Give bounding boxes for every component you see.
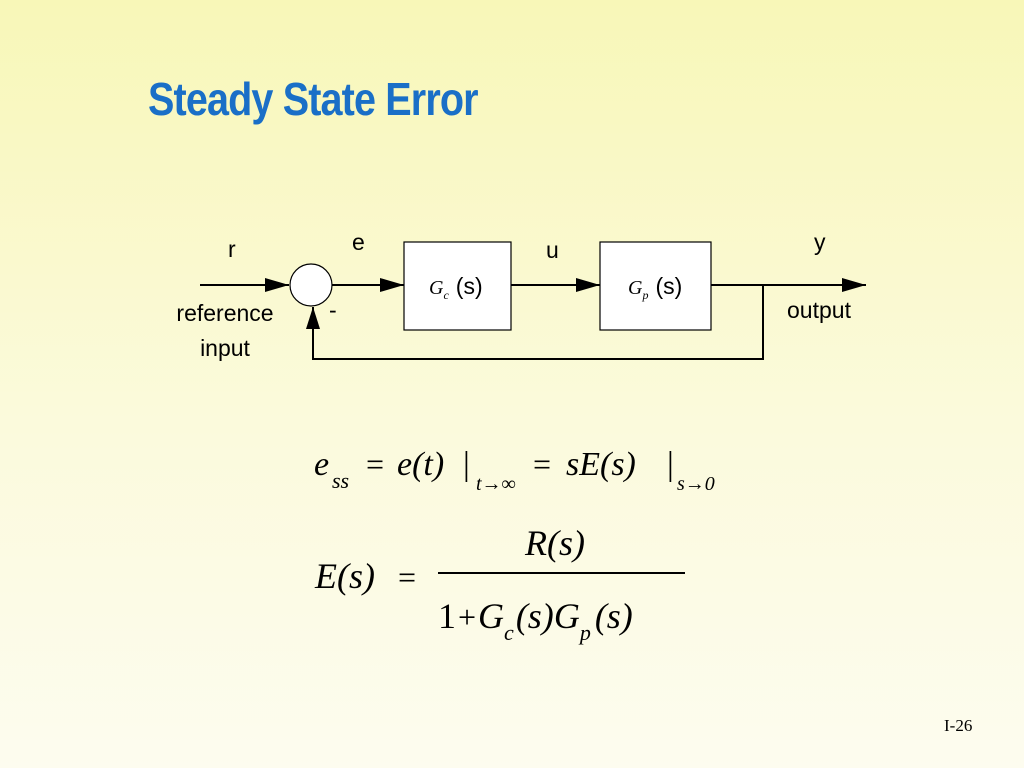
summing-junction [289,263,333,307]
slide-title: Steady State Error [148,73,479,125]
svg-text:=: = [398,559,416,595]
signal-r-label: r [228,236,236,262]
svg-text:=: = [366,446,384,482]
feedback-arrowhead [306,307,320,329]
controller-block [403,241,512,331]
reference-input-label-line2: input [200,335,250,361]
svg-text:sE(s): sE(s) [566,446,636,483]
reference-input-label-line1: reference [176,300,273,326]
plant-label: Gp(s) [628,273,682,302]
svg-text:|: | [667,446,674,483]
svg-text:E(s): E(s) [314,556,375,596]
signal-u-label: u [546,237,559,263]
output-label: output [787,297,852,323]
steady-state-error-equation: e ss = e(t) | t→∞ = sE(s) | s→0 [314,446,715,495]
svg-text:t→∞: t→∞ [476,473,516,495]
svg-text:=: = [533,446,551,482]
svg-text:e: e [314,446,329,483]
svg-text:|: | [463,446,470,483]
svg-text:ss: ss [332,468,349,493]
svg-text:1+Gc(s)Gp(s): 1+Gc(s)Gp(s) [438,596,633,645]
error-transfer-equation: E(s) = R(s) 1+Gc(s)Gp(s) [314,523,685,645]
signal-e-label: e [352,229,365,255]
page-number: I-26 [944,716,973,735]
svg-text:R(s): R(s) [524,523,585,563]
controller-label: Gc(s) [429,273,483,302]
svg-text:s→0: s→0 [677,473,715,495]
svg-text:e(t): e(t) [397,446,444,483]
minus-sign: - [329,297,337,323]
signal-y-label: y [814,229,826,255]
feedback-path [312,285,764,360]
